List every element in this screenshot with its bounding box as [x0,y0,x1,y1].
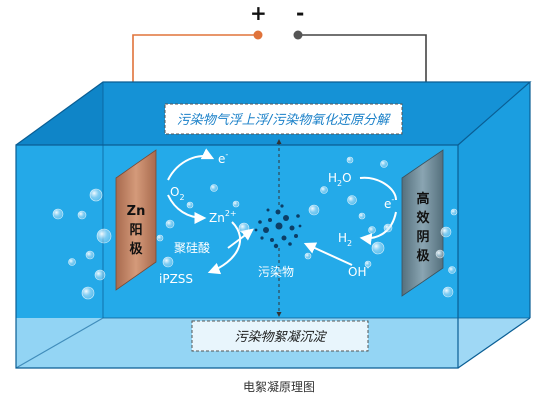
oxygen-label: O2 [170,185,185,202]
hydrogen-label: H2 [338,231,352,248]
cathode-label-1: 高 [416,191,429,207]
bottom-info-box: 污染物絮凝沉淀 [191,320,369,352]
electron-label-right: e- [384,195,394,211]
negative-terminal [293,30,303,40]
pollutant-floc [254,204,302,249]
anode-label-2: 阳 [129,223,142,238]
cathode-reaction-arrows [303,176,397,266]
zinc-ion-label: Zn2+ [209,209,237,225]
anode-label-1: Zn [127,204,146,219]
electron-label-left: e- [218,150,228,166]
bottom-box-text: 污染物絮凝沉淀 [234,330,327,345]
water-label: H2O [328,171,352,188]
top-box-text: 污染物气浮上浮/污染物氧化还原分解 [177,113,391,128]
polysilicic-acid-label: 聚硅酸 [174,240,210,255]
top-info-box: 污染物气浮上浮/污染物氧化还原分解 [164,103,403,135]
anode-plate: Zn 阳 极 [115,149,157,291]
anode-label-3: 极 [129,241,143,257]
anode-reaction-arrows [167,148,254,275]
positive-terminal [253,30,263,40]
pollutant-label: 污染物 [258,264,294,279]
bubbles [52,156,458,300]
ipzss-label: iPZSS [159,272,193,286]
diagram-caption: 电絮凝原理图 [243,379,315,394]
cathode-plate: 高 效 阴 极 [401,149,444,297]
hydroxide-label: OH- [348,263,369,279]
minus-sign: - [296,1,304,25]
cathode-label-3: 阴 [416,230,429,245]
tank-right-wall [458,82,530,368]
cathode-label-2: 效 [416,210,430,226]
cathode-label-4: 极 [416,248,430,264]
plus-sign: + [250,1,267,25]
